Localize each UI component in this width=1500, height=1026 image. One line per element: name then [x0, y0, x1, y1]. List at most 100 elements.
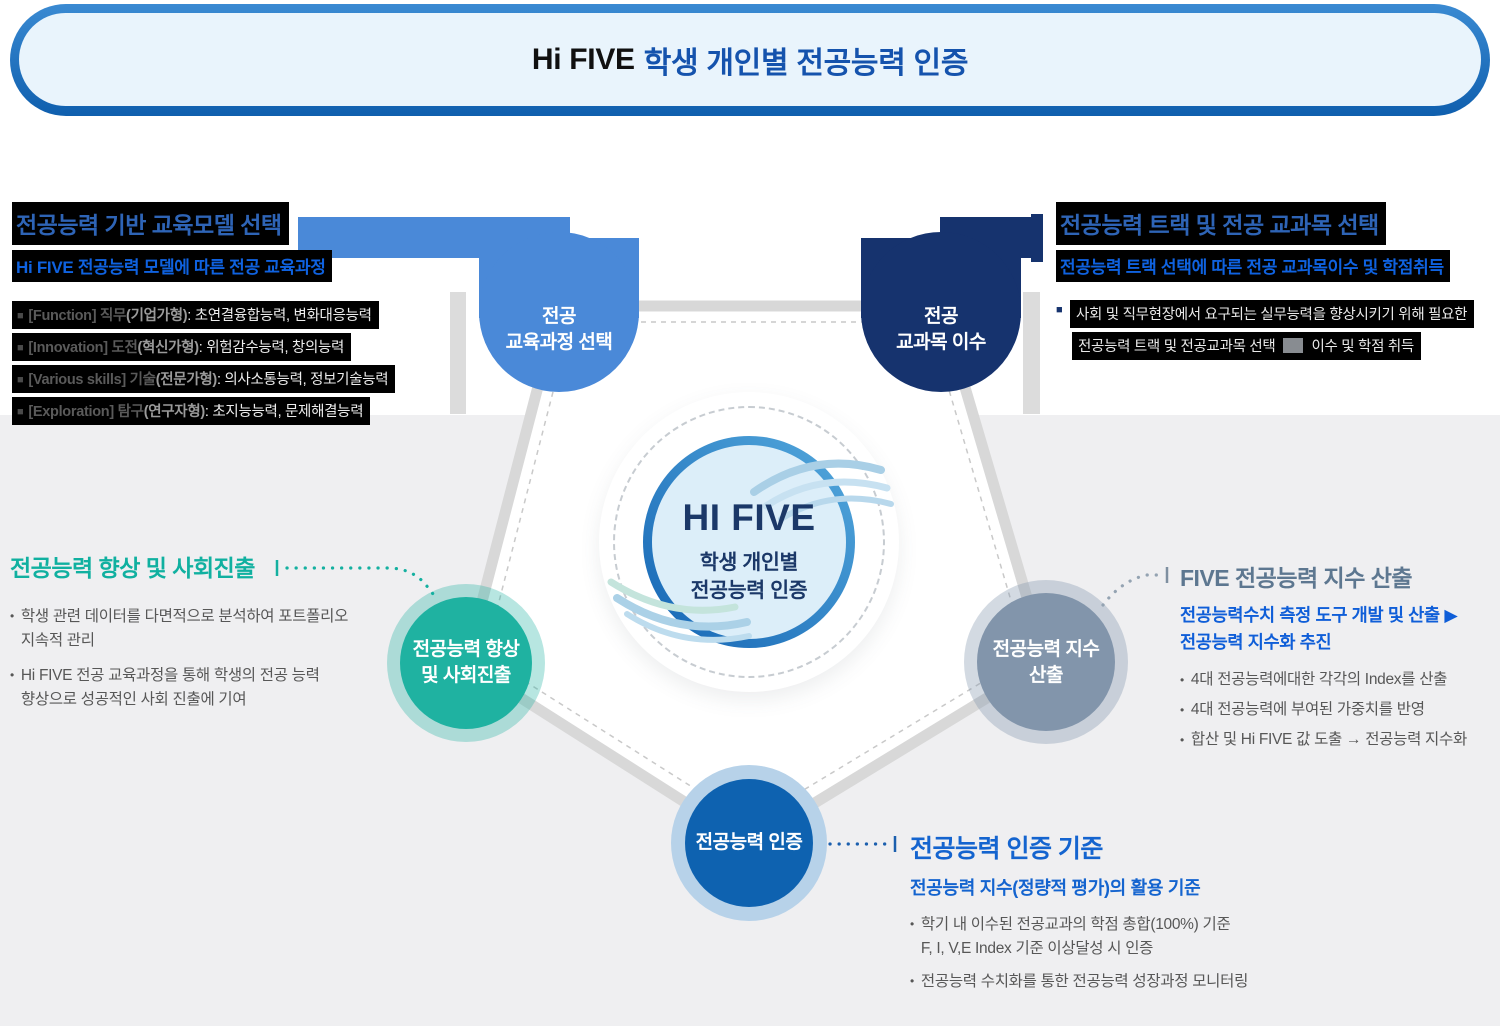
center-subtitle-line2: 전공능력 인증: [690, 579, 808, 602]
improve-bullet: • Hi FIVE 전공 교육과정을 통해 학생의 전공 능력 향상으로 성공적…: [10, 664, 348, 711]
square-bullet-icon: ■: [17, 342, 24, 354]
section-model: 전공능력 기반 교육모델 선택 Hi FIVE 전공능력 모델에 따른 전공 교…: [12, 202, 396, 429]
bullet-type: (연구자형): [143, 404, 206, 420]
section-cert-bullets: • 학기 내 이수된 전공교과의 학점 총합(100%) 기준 F, I, V,…: [910, 913, 1248, 994]
section-index-bullets: • 4대 전공능력에대한 각각의 Index를 산출 • 4대 전공능력에 부여된 …: [1180, 666, 1467, 754]
section-model-subheading: Hi FIVE 전공능력 모델에 따른 전공 교육과정: [12, 250, 332, 282]
center-subtitle-line1: 학생 개인별: [699, 551, 799, 574]
bullet-line: F, I, V,E Index 기준 이상달성 시 인증: [920, 939, 1154, 957]
node-circle-courses: [861, 232, 1021, 392]
node-label-cert: 전공능력 인증: [695, 832, 803, 853]
section-cert-heading: 전공능력 인증 기준: [910, 835, 1103, 863]
node-label-curriculum: 전공 교육과정 선택: [479, 304, 639, 355]
connector-tab-courses: [1031, 214, 1043, 262]
model-bullet: ■[Innovation] 도전 (혁신가형) : 위험감수능력, 창의능력: [12, 333, 352, 361]
node-label-line: 전공능력 향상: [412, 639, 520, 660]
cert-bullet: • 학기 내 이수된 전공교과의 학점 총합(100%) 기준 F, I, V,…: [910, 913, 1248, 960]
improve-bullet: • 학생 관련 데이터를 다면적으로 분석하여 포트폴리오 지속적 관리: [10, 605, 348, 652]
section-improve: 전공능력 향상 및 사회진출 • 학생 관련 데이터를 다면적으로 분석하여 포…: [10, 549, 348, 723]
section-model-heading: 전공능력 기반 교육모델 선택: [12, 202, 289, 245]
square-bullet-icon: ■: [17, 406, 24, 418]
section-track-subheading: 전공능력 트랙 선택에 따른 전공 교과목이수 및 학점취득: [1056, 250, 1450, 282]
node-circle-index: [977, 593, 1115, 731]
section-improve-heading: 전공능력 향상 및 사회진출: [10, 555, 255, 581]
section-track-bullets: ■ 사회 및 직무현장에서 요구되는 실무능력을 향상시키기 위해 필요한 전공…: [1056, 300, 1475, 360]
square-bullet-icon: ■: [17, 374, 24, 386]
bullet-desc: : 의사소통능력, 정보기술능력: [216, 372, 389, 388]
section-index: FIVE 전공능력 지수 산출 전공능력수치 측정 도구 개발 및 산출 ▶ 전…: [1180, 559, 1467, 756]
bullet-desc: : 초지능능력, 문제해결능력: [204, 404, 364, 420]
highlight-block-icon: [1283, 338, 1304, 353]
index-bullet: • 합산 및 Hi FIVE 값 도출 → 전공능력 지수화: [1180, 726, 1467, 754]
node-circle-improve: [400, 597, 532, 729]
track-line2-post: 이수 및 학점 취득: [1311, 339, 1414, 355]
model-bullet: ■ [Exploration] 탐구 (연구자형) : 초지능능력, 문제해결능력: [12, 397, 371, 425]
node-label-line: 전공능력 지수: [992, 639, 1100, 660]
section-model-bullets: ■[Function] 직무 (기업가형) : 초연결융합능력, 변화대응능력 …: [12, 301, 396, 425]
square-bullet-icon: ■: [17, 310, 24, 322]
track-line2-pre: 전공능력 트랙 및 전공교과목 선택: [1078, 339, 1276, 355]
dot-bullet-icon: •: [10, 609, 14, 623]
bullet-type: (혁신가형): [137, 340, 200, 356]
node-label-line: 전공: [924, 306, 958, 327]
bullet-line: 전공능력 수치화를 통한 전공능력 성장과정 모니터링: [920, 973, 1249, 990]
model-bullet: ■ [Various skills] 기술 (전문가형) : 의사소통능력, 정보…: [12, 365, 396, 393]
node-label-line: 교육과정 선택: [505, 331, 613, 353]
bullet-line: 4대 전공능력에대한 각각의 Index를 산출: [1190, 671, 1448, 688]
node-label-line: 교과목 이수: [896, 331, 986, 353]
ribbon-shadow-left: [450, 292, 466, 414]
dot-bullet-icon: •: [1180, 733, 1184, 747]
bullet-line: 학생 관련 데이터를 다면적으로 분석하여 포트폴리오: [20, 608, 349, 625]
title-banner-inner: Hi FIVE 학생 개인별 전공능력 인증: [19, 13, 1481, 106]
model-bullet: ■ [Function] 직무 (기업가형) : 초연결융합능력, 변화대응능력: [12, 301, 379, 329]
bullet-line: 합산 및 Hi FIVE 값 도출 → 전공능력 지수화: [1190, 731, 1467, 748]
section-index-subheading: 전공능력수치 측정 도구 개발 및 산출 ▶ 전공능력 지수화 추진: [1180, 602, 1467, 656]
node-label-line: 산출: [1029, 664, 1063, 686]
ribbon-shadow-right: [1023, 292, 1040, 414]
bullet-type: (기업가형): [126, 308, 188, 324]
title-banner: Hi FIVE 학생 개인별 전공능력 인증: [10, 4, 1490, 116]
node-circle-cert: [685, 779, 813, 907]
banner-title-rest: 학생 개인별 전공능력 인증: [643, 46, 969, 80]
bullet-en: [Function] 직무: [28, 308, 127, 324]
square-bullet-icon: ■: [1056, 304, 1063, 316]
section-cert-subheading: 전공능력 지수(정량적 평가)의 활용 기준: [910, 878, 1201, 898]
bullet-type: (전문가형): [155, 372, 218, 388]
dot-bullet-icon: •: [910, 974, 914, 988]
bullet-line: 학기 내 이수된 전공교과의 학점 총합(100%) 기준: [920, 916, 1231, 933]
bullet-desc: : 초연결융합능력, 변화대응능력: [187, 308, 372, 324]
bullet-lines: 학기 내 이수된 전공교과의 학점 총합(100%) 기준 F, I, V,E …: [921, 913, 1231, 960]
track-bullet-line1: 사회 및 직무현장에서 요구되는 실무능력을 향상시키기 위해 필요한: [1070, 300, 1475, 328]
node-label-index: 전공능력 지수 산출: [977, 637, 1115, 688]
banner-title-prefix: Hi FIVE: [531, 42, 635, 76]
index-sub-line1: 전공능력수치 측정 도구 개발 및 산출 ▶: [1180, 605, 1458, 625]
node-label-improve: 전공능력 향상 및 사회진출: [396, 637, 536, 688]
node-label-line: 전공: [542, 306, 576, 327]
dot-bullet-icon: •: [1180, 673, 1184, 687]
bullet-line: Hi FIVE 전공 교육과정을 통해 학생의 전공 능력: [20, 667, 320, 684]
dot-bullet-icon: •: [1180, 703, 1184, 717]
index-bullet: • 4대 전공능력에 부여된 가중치를 반영: [1180, 696, 1467, 724]
bullet-line: 4대 전공능력에 부여된 가중치를 반영: [1190, 701, 1425, 718]
node-label-line: 및 사회진출: [421, 664, 511, 686]
bullet-en: [Various skills] 기술: [28, 372, 156, 388]
track-bullet-line2: 전공능력 트랙 및 전공교과목 선택 이수 및 학점 취득: [1072, 332, 1421, 360]
node-circle-curriculum: [479, 232, 639, 392]
wave-decoration: [607, 459, 894, 643]
center-medallion: HI FIVE 학생 개인별 전공능력 인증: [599, 392, 899, 692]
section-cert: 전공능력 인증 기준 전공능력 지수(정량적 평가)의 활용 기준 • 학기 내…: [910, 829, 1248, 1006]
dot-bullet-icon: •: [910, 917, 914, 931]
index-sub-line2: 전공능력 지수화 추진: [1180, 632, 1332, 652]
cert-bullet: • 전공능력 수치화를 통한 전공능력 성장과정 모니터링: [910, 970, 1248, 994]
index-bullet: • 4대 전공능력에대한 각각의 Index를 산출: [1180, 666, 1467, 694]
bullet-en: [Innovation] 도전: [28, 340, 138, 356]
dot-bullet-icon: •: [10, 668, 14, 682]
section-improve-bullets: • 학생 관련 데이터를 다면적으로 분석하여 포트폴리오 지속적 관리 • H…: [10, 605, 348, 711]
bullet-lines: Hi FIVE 전공 교육과정을 통해 학생의 전공 능력 향상으로 성공적인 …: [21, 664, 320, 711]
bullet-line: 지속적 관리: [20, 631, 95, 649]
bullet-en: [Exploration] 탐구: [28, 404, 144, 420]
section-index-heading: FIVE 전공능력 지수 산출: [1180, 565, 1413, 591]
center-title: HI FIVE: [682, 497, 816, 538]
bullet-line: 향상으로 성공적인 사회 진출에 기여: [20, 690, 247, 708]
